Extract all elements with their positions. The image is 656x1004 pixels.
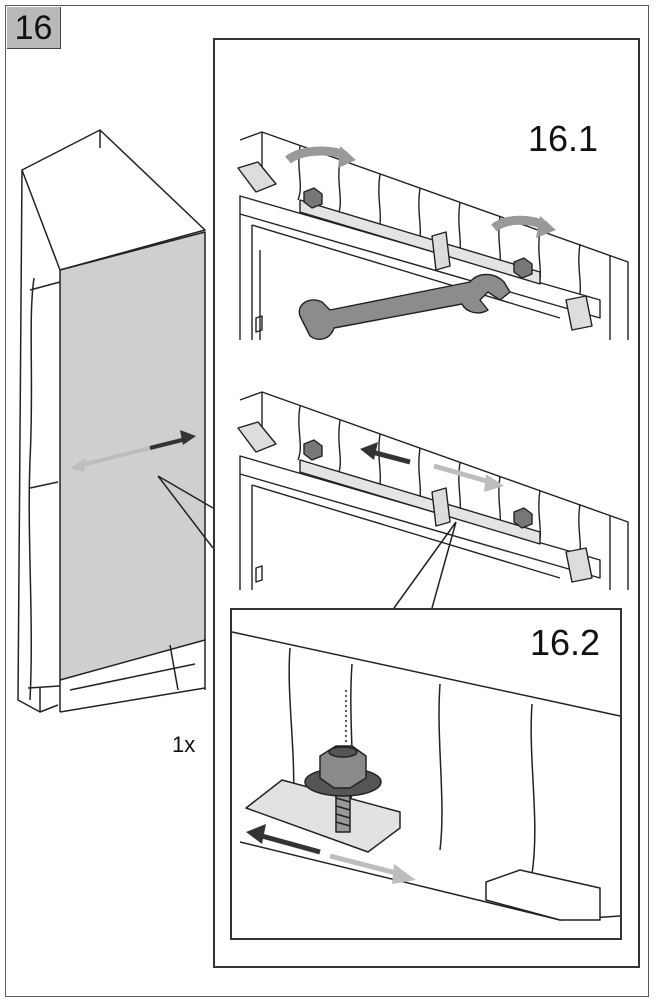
quantity-label: 1x [172, 732, 196, 757]
substep-label-16-2: 16.2 [530, 622, 601, 663]
detail-frame [213, 38, 640, 968]
page-border [5, 5, 649, 997]
adjust-direction-arrow [70, 430, 196, 472]
step-number-badge: 16 [7, 7, 61, 49]
substep-label-16-1: 16.1 [528, 118, 599, 159]
